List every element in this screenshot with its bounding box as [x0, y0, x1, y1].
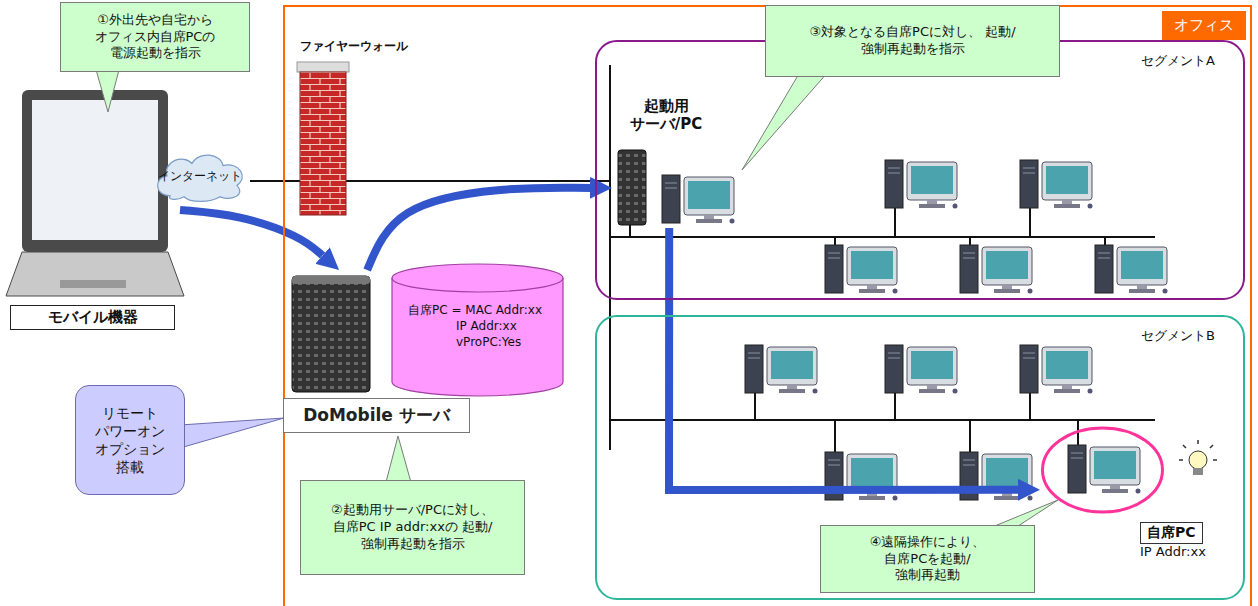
node-text: ②起動用サーバ/PCに対し、 自席PC IP addr:xxの 起動/強制再起動…: [318, 502, 508, 553]
node-text: インターネット: [158, 168, 242, 185]
callout-tail: [385, 436, 412, 486]
laptop-screen: [32, 100, 158, 240]
pc-icon: [662, 175, 735, 224]
pc-icon: [745, 345, 818, 394]
flow-arrow: [367, 188, 590, 270]
firewall-cap: [297, 62, 349, 72]
callout-tail: [95, 66, 120, 112]
light-bulb: [1189, 451, 1207, 469]
pc-icon: [885, 160, 958, 209]
node-text: オフィス: [1162, 11, 1246, 40]
laptop-base: [6, 252, 184, 296]
callout-bubble: ④遠隔操作により、 自席PCを起動/ 強制再起動: [820, 525, 1035, 593]
cloud-outline: [158, 155, 243, 201]
node-text: ③対象となる自席PCに対し、 起動/強制再起動を指示: [793, 24, 1033, 58]
callout-tail: [180, 418, 284, 448]
laptop-lid: [22, 90, 168, 252]
node-text: 自席PC = MAC Addr:xx IP Addr:xx vProPC:Yes: [390, 262, 556, 351]
callout-tail: [742, 72, 828, 170]
segment-area: セグメントB 自席PCIP Addr:xx ④遠隔操作により、 自席PCを起動/ 強…: [595, 315, 1245, 600]
server-tower: [618, 150, 646, 225]
firewall-wall: [300, 72, 346, 215]
bulb-rays: [1179, 440, 1217, 460]
node-text: ①外出先や自宅から オフィス内自席PCの 電源起動を指示: [69, 12, 241, 63]
firewall-label: ファイヤーウォール: [300, 38, 420, 62]
node-text: セグメントB: [1141, 327, 1215, 345]
highlight-ellipse: [1043, 428, 1163, 512]
pc-icon: [960, 245, 1033, 294]
node-text: ④遠隔操作により、 自席PCを起動/ 強制再起動: [863, 534, 993, 585]
node-text: IP Addr:xx: [1140, 544, 1206, 559]
node-outline: [1040, 425, 1165, 515]
device-label: モバイル機器: [5, 88, 180, 332]
target-pc: 自席PCIP Addr:xx: [1040, 425, 1165, 515]
node-text: ファイヤーウォール: [300, 38, 420, 55]
network-wire: [250, 65, 1155, 450]
node-text: 自席PC: [1140, 522, 1203, 544]
node-text: リモート パワーオン オプション 搭載: [84, 404, 176, 477]
pc-icon: [825, 245, 898, 294]
pc-icon: [1068, 445, 1141, 494]
pc-icon: [1020, 160, 1093, 209]
server-top: [292, 276, 370, 284]
node-text: モバイル機器: [10, 305, 175, 330]
pc-icon: [885, 345, 958, 394]
callout-bubble: ②起動用サーバ/PCに対し、 自席PC IP addr:xxの 起動/強制再起動…: [300, 480, 525, 575]
bulb-base: [1193, 468, 1203, 475]
database-cylinder: 自席PC = MAC Addr:xx IP Addr:xx vProPC:Yes: [390, 262, 565, 398]
pc-icon: [1020, 345, 1093, 394]
flow-arrow: [180, 210, 322, 256]
office-area: オフィスファイヤーウォール DoMobile サーバ 自席PC = MAC Addr…: [283, 5, 1252, 606]
boot-server-label: 起動用 サーバ/PC: [612, 95, 745, 228]
option-callout: リモート パワーオン オプション 搭載: [75, 385, 185, 495]
cylinder-rim: [392, 278, 563, 292]
network-cloud: インターネット: [150, 150, 250, 202]
pc-icon: [1095, 245, 1168, 294]
callout-bubble: ①外出先や自宅から オフィス内自席PCの 電源起動を指示: [60, 2, 250, 72]
callout-bubble: ③対象となる自席PCに対し、 起動/強制再起動を指示: [765, 5, 1060, 77]
node-text: セグメントA: [1141, 52, 1215, 70]
laptop-pad: [60, 280, 126, 288]
node-text: DoMobile サーバ: [283, 398, 470, 433]
network-drop: [630, 208, 1105, 452]
flow-arrow: [669, 228, 1018, 490]
segment-area: セグメントA 起動用 サーバ/PC: [595, 40, 1245, 300]
server-tower: [292, 276, 370, 392]
node-text: 起動用 サーバ/PC: [616, 97, 716, 133]
